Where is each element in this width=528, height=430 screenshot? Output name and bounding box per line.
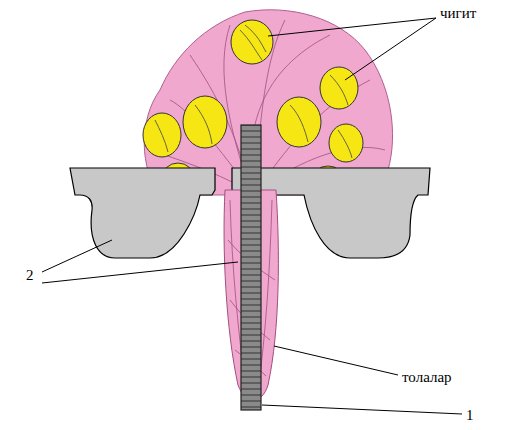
- grate-left: [70, 168, 215, 258]
- callout-number: 2: [26, 268, 34, 283]
- part-label: толалар: [402, 370, 452, 385]
- part-label: чигит: [440, 6, 476, 21]
- leader-lines: [42, 18, 462, 414]
- saw-blade: [241, 125, 261, 410]
- fibre-mass: [144, 10, 392, 195]
- callout-number: 1: [466, 408, 474, 423]
